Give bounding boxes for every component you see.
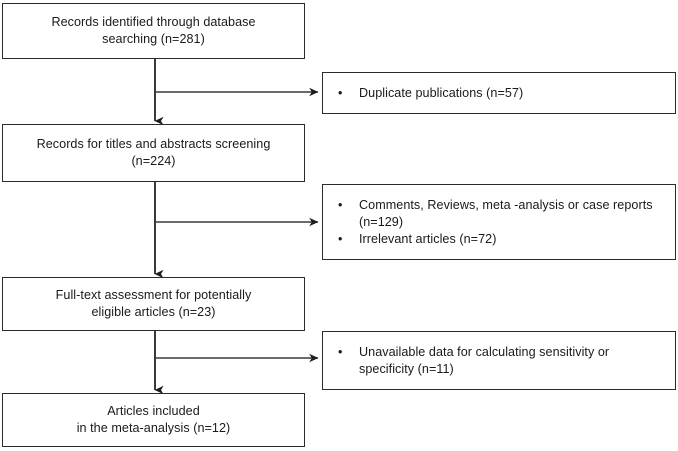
node-articles-included-text: Articles included in the meta-analysis (… [76, 404, 231, 435]
list-item: • Irrelevant articles (n=72) [338, 231, 665, 248]
screening-exclusions-list: • Comments, Reviews, meta -analysis or c… [323, 197, 675, 248]
node-full-text-assessment-text: Full-text assessment for potentially eli… [55, 288, 252, 319]
full-text-exclusions-list: • Unavailable data for calculating sensi… [323, 344, 675, 378]
list-item-label: Unavailable data for calculating sensiti… [359, 344, 610, 376]
bullet-icon: • [338, 197, 343, 212]
node-full-text-exclusions: • Unavailable data for calculating sensi… [322, 331, 676, 390]
node-records-identified: Records identified through database sear… [2, 3, 305, 59]
bullet-icon: • [338, 85, 343, 100]
node-records-screening: Records for titles and abstracts screeni… [2, 124, 305, 182]
node-duplicate-publications: • Duplicate publications (n=57) [322, 72, 676, 114]
list-item: • Comments, Reviews, meta -analysis or c… [338, 197, 665, 231]
node-records-identified-text: Records identified through database sear… [51, 15, 256, 46]
bullet-icon: • [338, 344, 343, 359]
node-screening-exclusions: • Comments, Reviews, meta -analysis or c… [322, 184, 676, 260]
node-articles-included: Articles included in the meta-analysis (… [2, 393, 305, 447]
list-item: • Duplicate publications (n=57) [338, 85, 665, 102]
list-item: • Unavailable data for calculating sensi… [338, 344, 665, 378]
bullet-icon: • [338, 231, 343, 246]
list-item-label: Duplicate publications (n=57) [359, 85, 524, 100]
node-records-screening-text: Records for titles and abstracts screeni… [36, 137, 271, 168]
list-item-label: Irrelevant articles (n=72) [359, 231, 497, 246]
node-full-text-assessment: Full-text assessment for potentially eli… [2, 277, 305, 331]
duplicate-publications-list: • Duplicate publications (n=57) [323, 85, 675, 102]
list-item-label: Comments, Reviews, meta -analysis or cas… [359, 197, 653, 229]
